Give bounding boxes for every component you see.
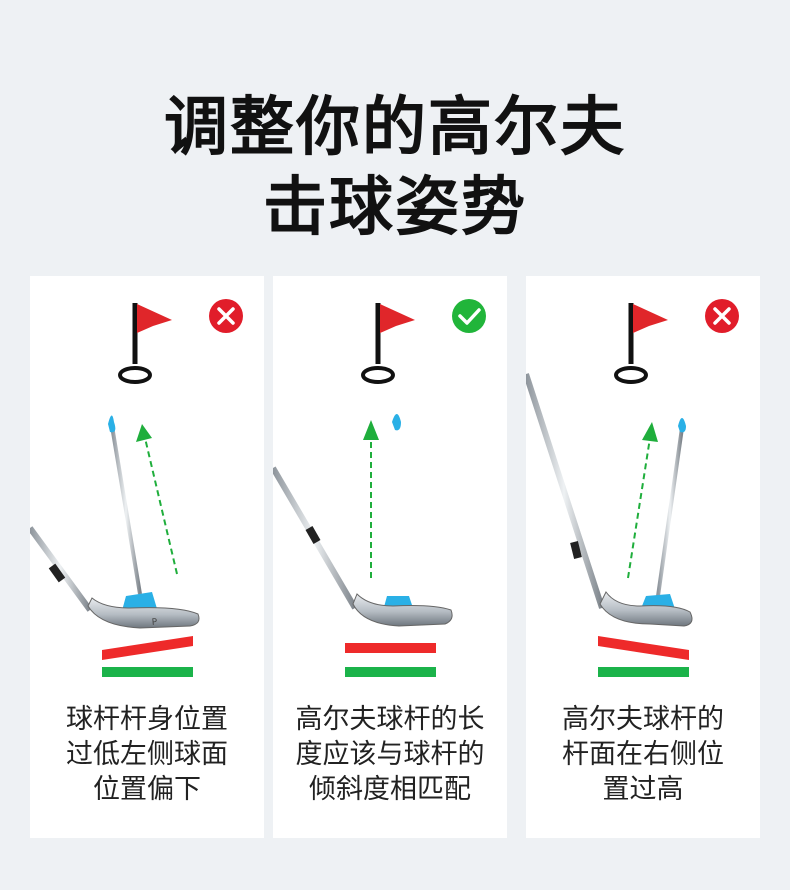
face-indicator-stripes: [345, 643, 436, 677]
title-line-1: 调整你的高尔夫: [164, 91, 626, 165]
card-caption: 高尔夫球杆的 杆面在右侧位 置过高: [562, 704, 724, 805]
title-line-2: 击球姿势: [263, 171, 527, 245]
x-mark-icon: [705, 299, 739, 333]
golf-club: [526, 373, 693, 627]
posture-card-1: P 球杆杆身位置 过低左侧球面 位置偏下: [30, 276, 264, 838]
flag-hole-icon: [118, 303, 172, 384]
alignment-rod: [108, 415, 158, 618]
card-caption: 球杆杆身位置 过低左侧球面 位置偏下: [66, 704, 228, 805]
check-mark-icon: [452, 299, 486, 333]
flag-hole-icon: [361, 303, 415, 384]
alignment-rod: [381, 414, 415, 618]
svg-text:P: P: [151, 618, 158, 628]
guide-arrow-icon: [627, 422, 658, 579]
golf-club: [273, 466, 453, 627]
face-indicator-stripes: [102, 636, 193, 677]
flag-hole-icon: [614, 303, 668, 384]
golf-club: P: [30, 526, 200, 629]
x-mark-icon: [209, 299, 243, 333]
guide-arrow-icon: [136, 424, 178, 575]
posture-card-3: 高尔夫球杆的 杆面在右侧位 置过高: [526, 276, 760, 838]
alignment-rod: [638, 418, 686, 616]
guide-arrow-icon: [363, 420, 379, 578]
posture-card-2: 高尔夫球杆的长 度应该与球杆的 倾斜度相匹配: [273, 276, 507, 838]
face-indicator-stripes: [598, 636, 689, 677]
card-caption: 高尔夫球杆的长 度应该与球杆的 倾斜度相匹配: [295, 704, 485, 805]
